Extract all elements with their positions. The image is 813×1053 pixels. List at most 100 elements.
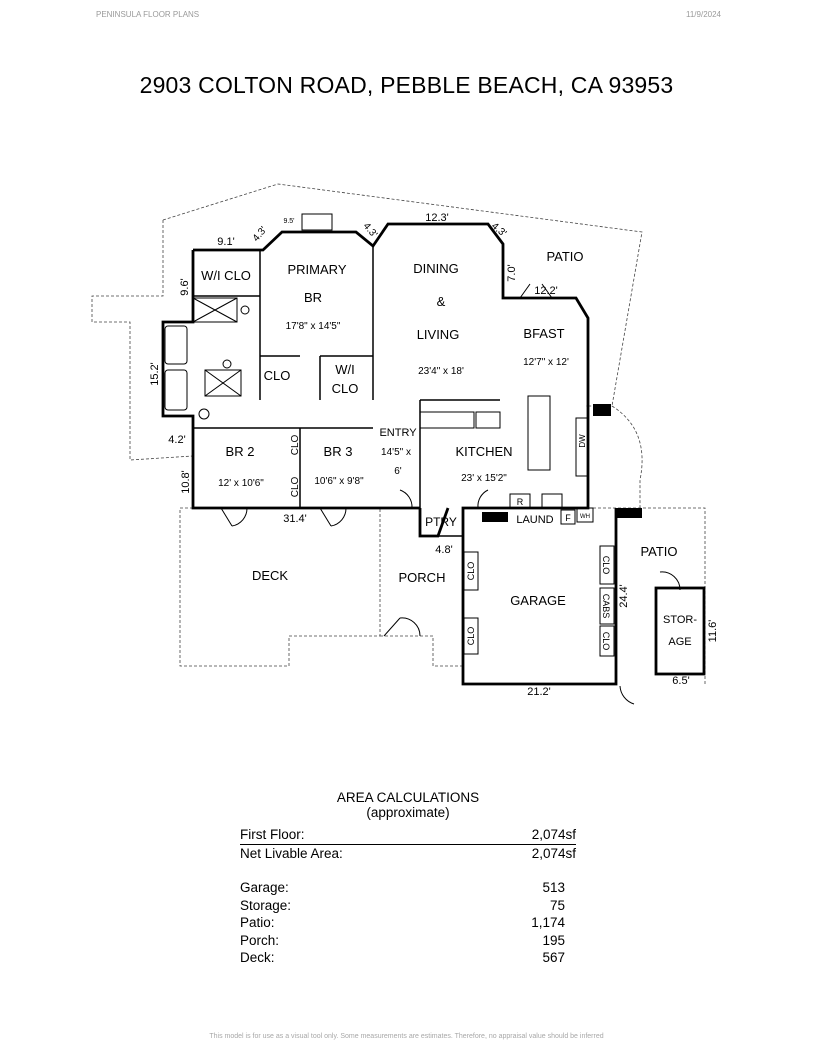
dim-4-2: 4.2' (168, 434, 185, 446)
shower-cross-b (192, 297, 238, 323)
area-value: 567 (542, 950, 565, 965)
label-age: AGE (668, 636, 691, 648)
label-bfast: BFAST (523, 326, 564, 341)
door-garage-side (619, 685, 635, 705)
label-wi: W/I (335, 362, 355, 377)
label-clo-g4: CLO (601, 632, 611, 651)
area-label: Porch: (240, 932, 280, 948)
label-dining: DINING (413, 261, 459, 276)
door-storage (659, 571, 681, 591)
dim-9-6: 9.6' (179, 278, 191, 295)
label-entry-dim2: 6' (394, 466, 402, 477)
block-2 (616, 508, 642, 518)
tub-bottom (164, 369, 188, 411)
label-amp: & (437, 294, 446, 309)
area-title: AREA CALCULATIONS (336, 790, 480, 805)
area-value: 75 (549, 897, 565, 913)
label-kitchen-dim: 23' x 15'2" (461, 473, 507, 484)
label-clo-v1: CLO (290, 434, 301, 455)
label-porch: PORCH (399, 570, 446, 585)
kitchen-rack (475, 411, 501, 429)
shower-2 (204, 369, 242, 397)
area-row-storage: Storage: 75 (240, 897, 576, 915)
dimension-labels: 9.1' 4.3' 9.5' 4.3' 12.3' 4.3' 9.6' 7.0'… (149, 212, 719, 698)
label-primary-br: BR (304, 290, 322, 305)
toilet-1 (240, 305, 250, 315)
label-wh: WH (580, 514, 590, 520)
label-dw: DW (578, 434, 587, 448)
page-title: 2903 COLTON ROAD, PEBBLE BEACH, CA 93953 (139, 72, 674, 98)
area-value: 2,074sf (531, 845, 576, 861)
label-br2-dim: 12' x 10'6" (218, 478, 264, 489)
label-entry-dim1: 14'5" x (381, 447, 411, 458)
dim-4-3-c: 4.3' (489, 221, 508, 240)
dim-4-8: 4.8' (435, 544, 452, 556)
label-primary-dim: 17'8" x 14'5" (286, 321, 341, 332)
area-label: First Floor: (240, 827, 305, 842)
label-clo-g1: CLO (466, 562, 476, 581)
brand-label: PENINSULA FLOOR PLANS (96, 10, 200, 19)
label-clo: CLO (264, 368, 291, 383)
area-value: 195 (542, 932, 565, 948)
dim-9-5: 9.5' (283, 218, 294, 225)
fixtures (164, 213, 615, 657)
door-bfast (519, 283, 553, 299)
area-row-first-floor: First Floor: 2,074sf (240, 826, 576, 845)
label-clo-v2: CLO (290, 476, 301, 497)
area-row-deck: Deck: 567 (240, 949, 576, 967)
dim-31-4: 31.4' (283, 513, 307, 525)
label-deck: DECK (252, 568, 288, 583)
garage-clo-c (463, 551, 479, 591)
area-label: Garage: (240, 880, 289, 895)
block-3 (482, 512, 508, 522)
shower-fixture (192, 297, 238, 323)
label-entry: ENTRY (379, 427, 417, 439)
label-f: F (565, 513, 571, 523)
label-laund: LAUND (516, 514, 553, 526)
label-stor: STOR- (663, 614, 697, 626)
area-label: Storage: (240, 897, 292, 913)
label-br2: BR 2 (226, 444, 255, 459)
kitchen-island (527, 395, 551, 471)
area-row-garage: Garage: 513 (240, 879, 576, 897)
door-swings (220, 283, 681, 705)
garage-cabs (599, 587, 615, 625)
sink-1 (222, 359, 232, 369)
kitchen-counter (419, 411, 475, 429)
label-clo-g3: CLO (601, 556, 611, 575)
wall-left (161, 250, 420, 510)
area-label: Deck: (240, 950, 275, 965)
dryer (560, 509, 576, 525)
door-entry (399, 489, 413, 509)
label-ptry: PTRY (425, 515, 457, 529)
garage-clo-a (599, 545, 615, 585)
area-row-porch: Porch: 195 (240, 932, 576, 950)
deck-outline (179, 507, 381, 667)
patio-left-outline (91, 220, 194, 461)
dim-21-2: 21.2' (527, 686, 551, 698)
garage-clo-d (463, 617, 479, 655)
disclaimer: This model is for use as a visual tool o… (209, 1033, 604, 1040)
dim-12-2: 12.2' (534, 285, 558, 297)
label-kitchen: KITCHEN (455, 444, 512, 459)
patio-top-outline (162, 183, 643, 407)
label-living: LIVING (417, 327, 460, 342)
door-porch (383, 617, 421, 637)
interior-walls (193, 246, 500, 537)
dim-7-0: 7.0' (506, 264, 518, 281)
dim-11-6: 11.6' (707, 620, 719, 643)
patio-right-curve (611, 405, 643, 508)
toilet-2 (198, 408, 210, 420)
label-clo-g2: CLO (466, 627, 476, 646)
area-label: Patio: (240, 915, 275, 930)
area-value: 513 (542, 880, 565, 895)
dim-9-1: 9.1' (217, 236, 234, 248)
porch-outline (380, 635, 463, 667)
label-r: R (517, 497, 524, 507)
label-wi-clo2: CLO (332, 381, 359, 396)
dim-4-3-a: 4.3' (251, 225, 270, 244)
label-primary: PRIMARY (288, 262, 347, 277)
area-label: Net Livable Area: (240, 845, 343, 861)
shower-2-cross-b (204, 369, 242, 397)
